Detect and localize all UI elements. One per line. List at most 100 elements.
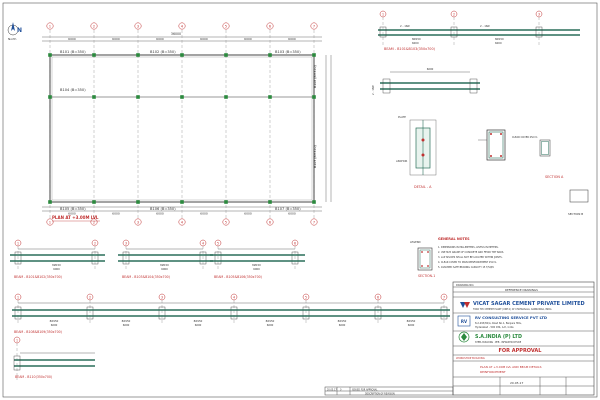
north-sub: North	[8, 37, 16, 41]
plan-grid-bubble-top	[310, 22, 318, 30]
plan-column-mark	[268, 200, 272, 204]
plan-dim-top: 6000	[200, 37, 208, 41]
plan-column-mark	[180, 53, 184, 57]
plan-dim-bottom: 6000	[288, 212, 296, 216]
plan-column-mark	[92, 200, 96, 204]
plan-grid-bubble-top	[266, 22, 274, 30]
detail-a: PLATE ANCHOR DETAIL - A	[396, 115, 437, 189]
plan-column-mark	[136, 200, 140, 204]
plan-beam-label-right-1: B108 (B=350)	[313, 65, 317, 88]
long-beam: 18Ø150600028Ø150600038Ø150600048Ø1506000…	[12, 293, 450, 334]
plan-overall-dim: 36000	[171, 32, 181, 36]
contractor-logo-icon	[458, 331, 470, 343]
consultant-logo-icon: RV	[457, 315, 471, 327]
plan-dim-top: 6000	[288, 37, 296, 41]
long-beam-support	[86, 306, 94, 320]
long-beam-grid-label: 1	[17, 296, 19, 300]
long-beam-support	[440, 306, 448, 320]
plan-grid-label-bottom: 5	[225, 221, 227, 225]
legend-label: LEGEND	[410, 240, 421, 244]
beam-b101-span: 6000	[412, 41, 419, 45]
long-beam-stirrups: 8Ø150	[122, 318, 131, 323]
long-beam-grid-label: 5	[305, 296, 307, 300]
plan-beam-label-top-3: B103 (B=350)	[275, 50, 301, 54]
plan-grid-label-top: 7	[313, 25, 315, 29]
bottom-beam-grid-label: 3	[125, 242, 127, 246]
beam-b101-top-note-2: 2 - 16Ø	[480, 23, 490, 28]
tb-consultant: RV CONSULTING SERVICE PVT LTD	[475, 315, 547, 320]
tb-ref-heading: REFERENCE DRAWINGS	[505, 288, 538, 292]
rev-desc: ISSUED FOR APPROVAL	[352, 388, 378, 391]
section-b-label: SECTION B	[568, 212, 583, 216]
plan-dim-top: 6000	[156, 37, 164, 41]
plan-grid-lines	[49, 30, 315, 218]
plan-dim-bottom: 6000	[68, 212, 76, 216]
plan-columns	[48, 53, 316, 204]
section-a-label: SECTION A	[545, 175, 564, 179]
note-4: 4. CLEAR COVER TO MAIN REINFORCEMENT 25m…	[438, 261, 497, 264]
plan-column-mark	[224, 200, 228, 204]
rev-no: 0	[340, 388, 342, 391]
bottom-beam-grid-label: 5	[217, 242, 219, 246]
note-2: 2. USE M25 GRADE OF CONCRETE AND FE500 T…	[438, 251, 504, 254]
plan-beam-label-bottom-3: B107 (B=350)	[275, 207, 301, 211]
plan-column-mark	[224, 53, 228, 57]
plan-column-mark	[92, 53, 96, 57]
plan-column-mark	[180, 95, 184, 99]
plan-beam-label-right-2: B109 (B=350)	[313, 145, 317, 168]
bottom-beam-support	[122, 251, 130, 265]
bottom-beam-label: BEAM - B105&B106(350x700)	[214, 275, 262, 279]
bottom-beam-grid-label: 4	[202, 242, 204, 246]
plan-grid-bubble-bottom	[46, 218, 54, 226]
long-beam-span: 6000	[408, 323, 415, 327]
bottom-beam-grid-label: 1	[17, 242, 19, 246]
long-beam-grid-label: 4	[233, 296, 235, 300]
plan-column-mark	[312, 95, 316, 99]
beam-b101-detail: 1 2 3 2 - 16Ø 2 - 16Ø 8Ø150 6000 8Ø150 6…	[378, 10, 580, 51]
bottom-beam-support	[14, 251, 22, 265]
plan-grid-label-top: 6	[269, 25, 271, 29]
section-a-note: CLEAR COVER 25mm	[512, 136, 538, 139]
long-beam-span: 6000	[339, 323, 346, 327]
plan-grid-bubble-bottom	[310, 218, 318, 226]
general-notes: GENERAL NOTES 1. DIMENSIONS IN MILLIMETE…	[438, 237, 504, 269]
long-beam-support	[158, 306, 166, 320]
long-beam-span: 6000	[51, 323, 58, 327]
tb-drawing-no: DRAWING NO.	[456, 283, 474, 287]
plan-column-mark	[48, 95, 52, 99]
plan-dim-top: 6000	[68, 37, 76, 41]
plan-grid-label-bottom: 2	[93, 221, 95, 225]
bottom-beam-span: 6000	[253, 267, 260, 271]
plan-grid-label-bottom: 7	[313, 221, 315, 225]
north-label: N	[17, 27, 22, 34]
section-1: LEGEND SECTION-1	[410, 240, 435, 278]
plan-grid-label-top: 4	[181, 25, 183, 29]
client-logo-icon	[460, 302, 470, 308]
plan-label: PLAN AT +3.00M LVL	[52, 215, 99, 220]
plan-dim-bottom: 6000	[112, 212, 120, 216]
tb-title-1: PLAN AT +3.00M LVL AND BEAM DETAILS	[480, 365, 542, 369]
plan-grid-bubble-top	[178, 22, 186, 30]
tb-consultant-addr-2: Hyderabad - 500 034, A.P., India	[475, 326, 514, 329]
long-beam-label: BEAM - B108&B109(350x700)	[14, 330, 62, 334]
beam-b101-stirrups: 8Ø150	[412, 36, 421, 41]
tb-consultant-addr-1: 8-2-293/82/A, Road No.1, Banjara Hills,	[475, 322, 522, 325]
plan-column-mark	[180, 200, 184, 204]
long-beam-grid-label: 7	[443, 296, 445, 300]
section-1-label: SECTION-1	[418, 274, 435, 278]
bottom-beam-grid-label: 6	[294, 242, 296, 246]
plan-column-mark	[136, 95, 140, 99]
plan-grid-label-bottom: 1	[49, 221, 51, 225]
plan-dim-top: 6000	[112, 37, 120, 41]
revision-block: 20.05.17 ISSUED FOR APPROVAL 0 DESCRIPTI…	[324, 386, 454, 395]
long-beam-stirrups: 8Ø150	[407, 318, 416, 323]
plan-grid-label-bottom: 6	[269, 221, 271, 225]
plan-column-mark	[268, 95, 272, 99]
plan-beam-label-bottom-2: B106 (B=350)	[150, 207, 176, 211]
plan-grid-bubble-top	[90, 22, 98, 30]
bottom-beam-span: 6000	[161, 267, 168, 271]
